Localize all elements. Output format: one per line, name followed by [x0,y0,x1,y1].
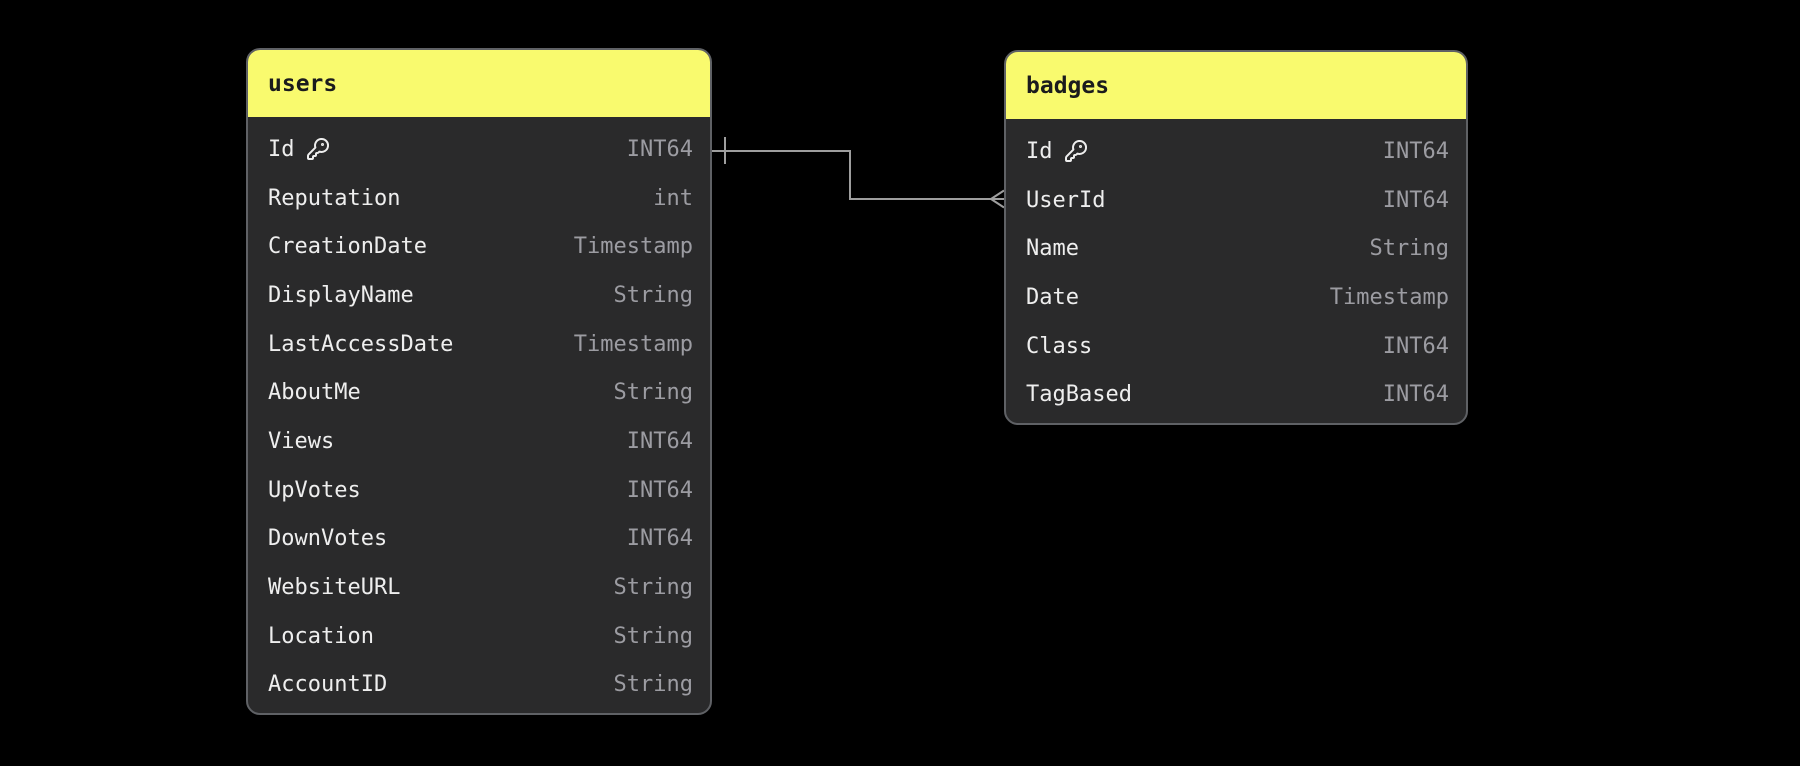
field-row[interactable]: Name String [1006,224,1466,273]
field-row[interactable]: Location String [248,612,710,661]
field-name: Id [268,137,330,162]
field-row[interactable]: Reputation int [248,174,710,223]
field-type: INT64 [626,526,693,552]
field-name-text: CreationDate [268,234,427,260]
field-name: DisplayName [268,283,414,308]
field-type: String [613,282,693,308]
field-name: Location [268,624,374,649]
relationship-line[interactable] [712,150,991,200]
field-name: AccountID [268,672,387,697]
field-name-text: UpVotes [268,477,361,503]
field-row[interactable]: DisplayName String [248,271,710,320]
field-type: String [613,672,693,698]
field-name: Name [1026,236,1079,261]
field-type: String [613,623,693,649]
field-row[interactable]: TagBased INT64 [1006,370,1466,419]
field-type: INT64 [1382,382,1449,408]
field-row[interactable]: Id INT64 [248,125,710,174]
field-name: DownVotes [268,526,387,551]
field-name-text: WebsiteURL [268,575,401,601]
field-name-text: Location [268,623,374,649]
field-name-text: Reputation [268,185,401,211]
table-badges[interactable]: badges Id INT64 UserId INT64 Name String… [1004,50,1468,426]
field-row[interactable]: AccountID String [248,661,710,710]
field-row[interactable]: AboutMe String [248,368,710,417]
field-name: UpVotes [268,478,361,503]
field-type: Timestamp [573,331,693,357]
field-type: INT64 [626,428,693,454]
field-type: String [613,380,693,406]
relationship-connector-users-badges[interactable] [712,137,1005,209]
field-type: String [613,575,693,601]
field-name: Date [1026,285,1079,310]
field-type: INT64 [626,136,693,162]
table-header[interactable]: users [248,50,710,117]
field-row[interactable]: Class INT64 [1006,322,1466,371]
table-users[interactable]: users Id INT64 Reputation int CreationDa… [246,48,712,716]
table-header[interactable]: badges [1006,52,1466,119]
field-name-text: DisplayName [268,282,414,308]
field-name-text: TagBased [1026,382,1132,408]
field-row[interactable]: CreationDate Timestamp [248,222,710,271]
field-name-text: Date [1026,284,1079,310]
field-row[interactable]: DownVotes INT64 [248,515,710,564]
field-type: int [653,185,693,211]
field-name: UserId [1026,188,1105,213]
field-type: String [1369,236,1449,262]
field-name: AboutMe [268,380,361,405]
field-name-text: LastAccessDate [268,331,454,357]
table-title: badges [1026,72,1110,99]
key-icon [1064,139,1088,163]
field-name: LastAccessDate [268,332,453,357]
field-name: Id [1026,139,1088,164]
field-row[interactable]: Date Timestamp [1006,273,1466,322]
field-name-text: Class [1026,333,1093,359]
field-type: INT64 [1382,138,1449,164]
field-row[interactable]: Id INT64 [1006,127,1466,176]
field-name: TagBased [1026,382,1132,407]
field-name: Views [268,429,334,454]
field-name-text: AccountID [268,672,388,698]
field-name: Class [1026,334,1092,359]
field-name: CreationDate [268,234,427,259]
table-body: Id INT64 UserId INT64 Name String Date T… [1006,119,1466,423]
field-name: Reputation [268,186,400,211]
field-name-text: Name [1026,236,1079,262]
field-name-text: Id [268,136,295,162]
field-name-text: Id [1026,138,1053,164]
field-name: WebsiteURL [268,575,400,600]
field-name-text: UserId [1026,187,1106,213]
field-type: INT64 [1382,187,1449,213]
field-row[interactable]: Views INT64 [248,417,710,466]
field-name-text: Views [268,428,335,454]
field-type: Timestamp [573,234,693,260]
field-name-text: AboutMe [268,380,361,406]
key-icon [306,137,330,161]
field-type: INT64 [626,477,693,503]
table-title: users [268,70,338,97]
field-type: Timestamp [1329,284,1449,310]
table-body: Id INT64 Reputation int CreationDate Tim… [248,117,710,713]
field-row[interactable]: WebsiteURL String [248,563,710,612]
field-name-text: DownVotes [268,526,388,552]
field-row[interactable]: LastAccessDate Timestamp [248,320,710,369]
field-type: INT64 [1382,333,1449,359]
cardinality-many-crowfoot [990,189,1005,209]
field-row[interactable]: UserId INT64 [1006,176,1466,225]
field-row[interactable]: UpVotes INT64 [248,466,710,515]
